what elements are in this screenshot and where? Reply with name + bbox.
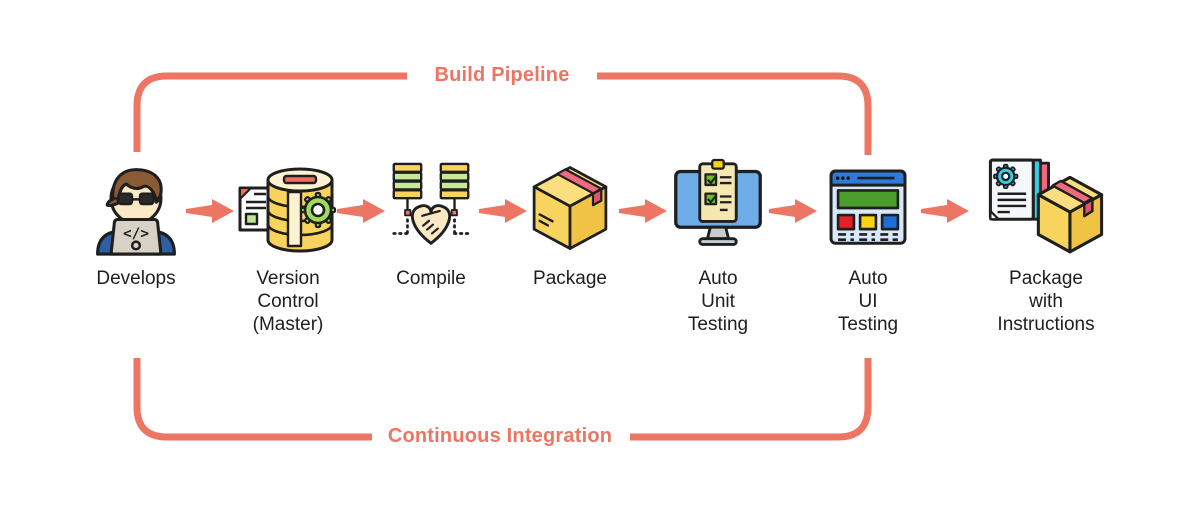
build-pipeline-label: Build Pipeline [434, 64, 570, 86]
code-icon: </> [123, 226, 149, 242]
browser-window-icon [793, 158, 943, 258]
step-develops: </> Develops [61, 158, 211, 290]
step-auto-unit-testing: Auto Unit Testing [643, 158, 793, 336]
step-compile: Compile [356, 158, 506, 290]
flow-arrow-5 [769, 196, 817, 226]
step-label-version-control: Version Control (Master) [252, 268, 324, 335]
step-package-with-instructions: Package with Instructions [971, 158, 1121, 336]
step-label-package: Package [533, 268, 607, 289]
step-package: Package [495, 158, 645, 290]
step-auto-ui-testing: Auto UI Testing [793, 158, 943, 336]
document-package-icon [971, 158, 1121, 258]
continuous-integration-label: Continuous Integration [387, 425, 613, 447]
step-label-develops: Develops [96, 268, 176, 289]
flow-arrow-3 [479, 196, 527, 226]
gear-icon [299, 191, 337, 229]
flow-arrow-2 [337, 196, 385, 226]
step-label-auto-unit-testing: Auto Unit Testing [687, 268, 749, 335]
step-label-auto-ui-testing: Auto UI Testing [837, 268, 899, 335]
handshake-merge-icon [356, 158, 506, 258]
flow-arrow-4 [619, 196, 667, 226]
database-gear-icon [213, 158, 363, 258]
step-version-control: Version Control (Master) [213, 158, 363, 336]
build-pipeline-bracket-right [597, 72, 872, 155]
build-pipeline-bracket-left [133, 72, 407, 152]
step-label-compile: Compile [396, 268, 466, 289]
flow-arrow-6 [921, 196, 969, 226]
flow-arrow-1 [186, 196, 234, 226]
monitor-checklist-icon [643, 158, 793, 258]
continuous-integration-bracket-right [630, 358, 872, 441]
package-box-icon [495, 158, 645, 258]
developer-icon: </> [61, 158, 211, 258]
continuous-integration-bracket-left [133, 358, 372, 441]
step-label-package-with-instructions: Package with Instructions [997, 268, 1095, 335]
gear-icon [993, 163, 1019, 190]
